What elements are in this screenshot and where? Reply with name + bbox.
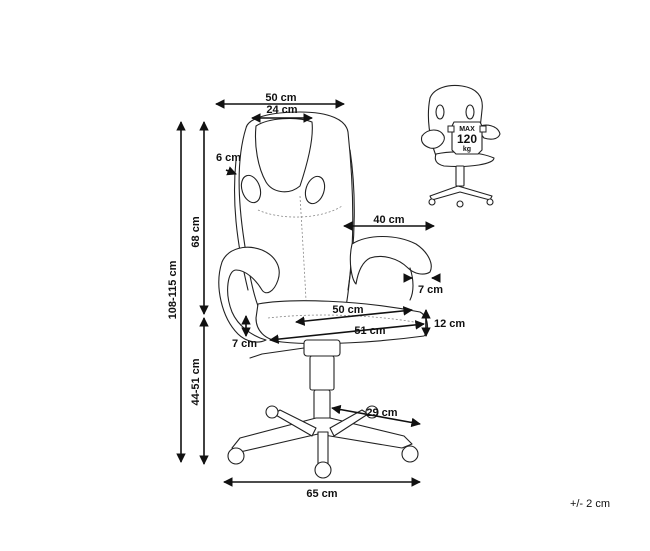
dimension-lines [176,99,441,487]
label-backrest-height: 68 cm [190,216,202,247]
tolerance-note: +/- 2 cm [570,498,610,510]
label-seat-depth: 50 cm [332,304,363,316]
headrest-hole-left [240,174,262,204]
caster [265,405,279,419]
dim-line-seat-width [269,320,425,344]
dim-line-headrest-hole [225,166,237,176]
caster [227,447,245,465]
label-base-radius: 29 cm [366,407,397,419]
label-headrest-hole: 6 cm [216,152,241,164]
caster [401,445,419,463]
label-overall-width: 50 cm [265,92,296,104]
label-base-width: 65 cm [306,488,337,500]
armrest-left [218,246,280,343]
label-armrest-pad-height: 7 cm [232,338,257,350]
headrest-hole-right [304,175,326,205]
armrest-right [349,236,432,285]
label-armrest-width: 7 cm [418,284,443,296]
label-armrest-length: 40 cm [373,214,404,226]
max-weight-badge: MAX 120 kg [447,121,487,155]
badge-max: MAX [459,126,475,133]
label-seat-thickness: 12 cm [434,318,465,330]
mechanism [303,339,341,357]
reference-chair [420,84,501,208]
label-total-height: 108-115 cm [167,260,179,319]
dim-line-base-radius [331,404,421,428]
chair-drawing [218,111,432,479]
dim-line-seat-depth [295,306,413,326]
badge-unit: kg [463,146,471,153]
caster [314,461,332,479]
label-backrest-top-width: 24 cm [266,104,297,116]
label-seat-height: 44-51 cm [190,358,202,405]
badge-weight: 120 [457,132,477,146]
dimension-labels: 50 cm 24 cm 6 cm 108-115 cm 68 cm 44-51 … [167,92,610,510]
label-seat-width: 51 cm [354,325,385,337]
gas-lift [309,355,335,391]
